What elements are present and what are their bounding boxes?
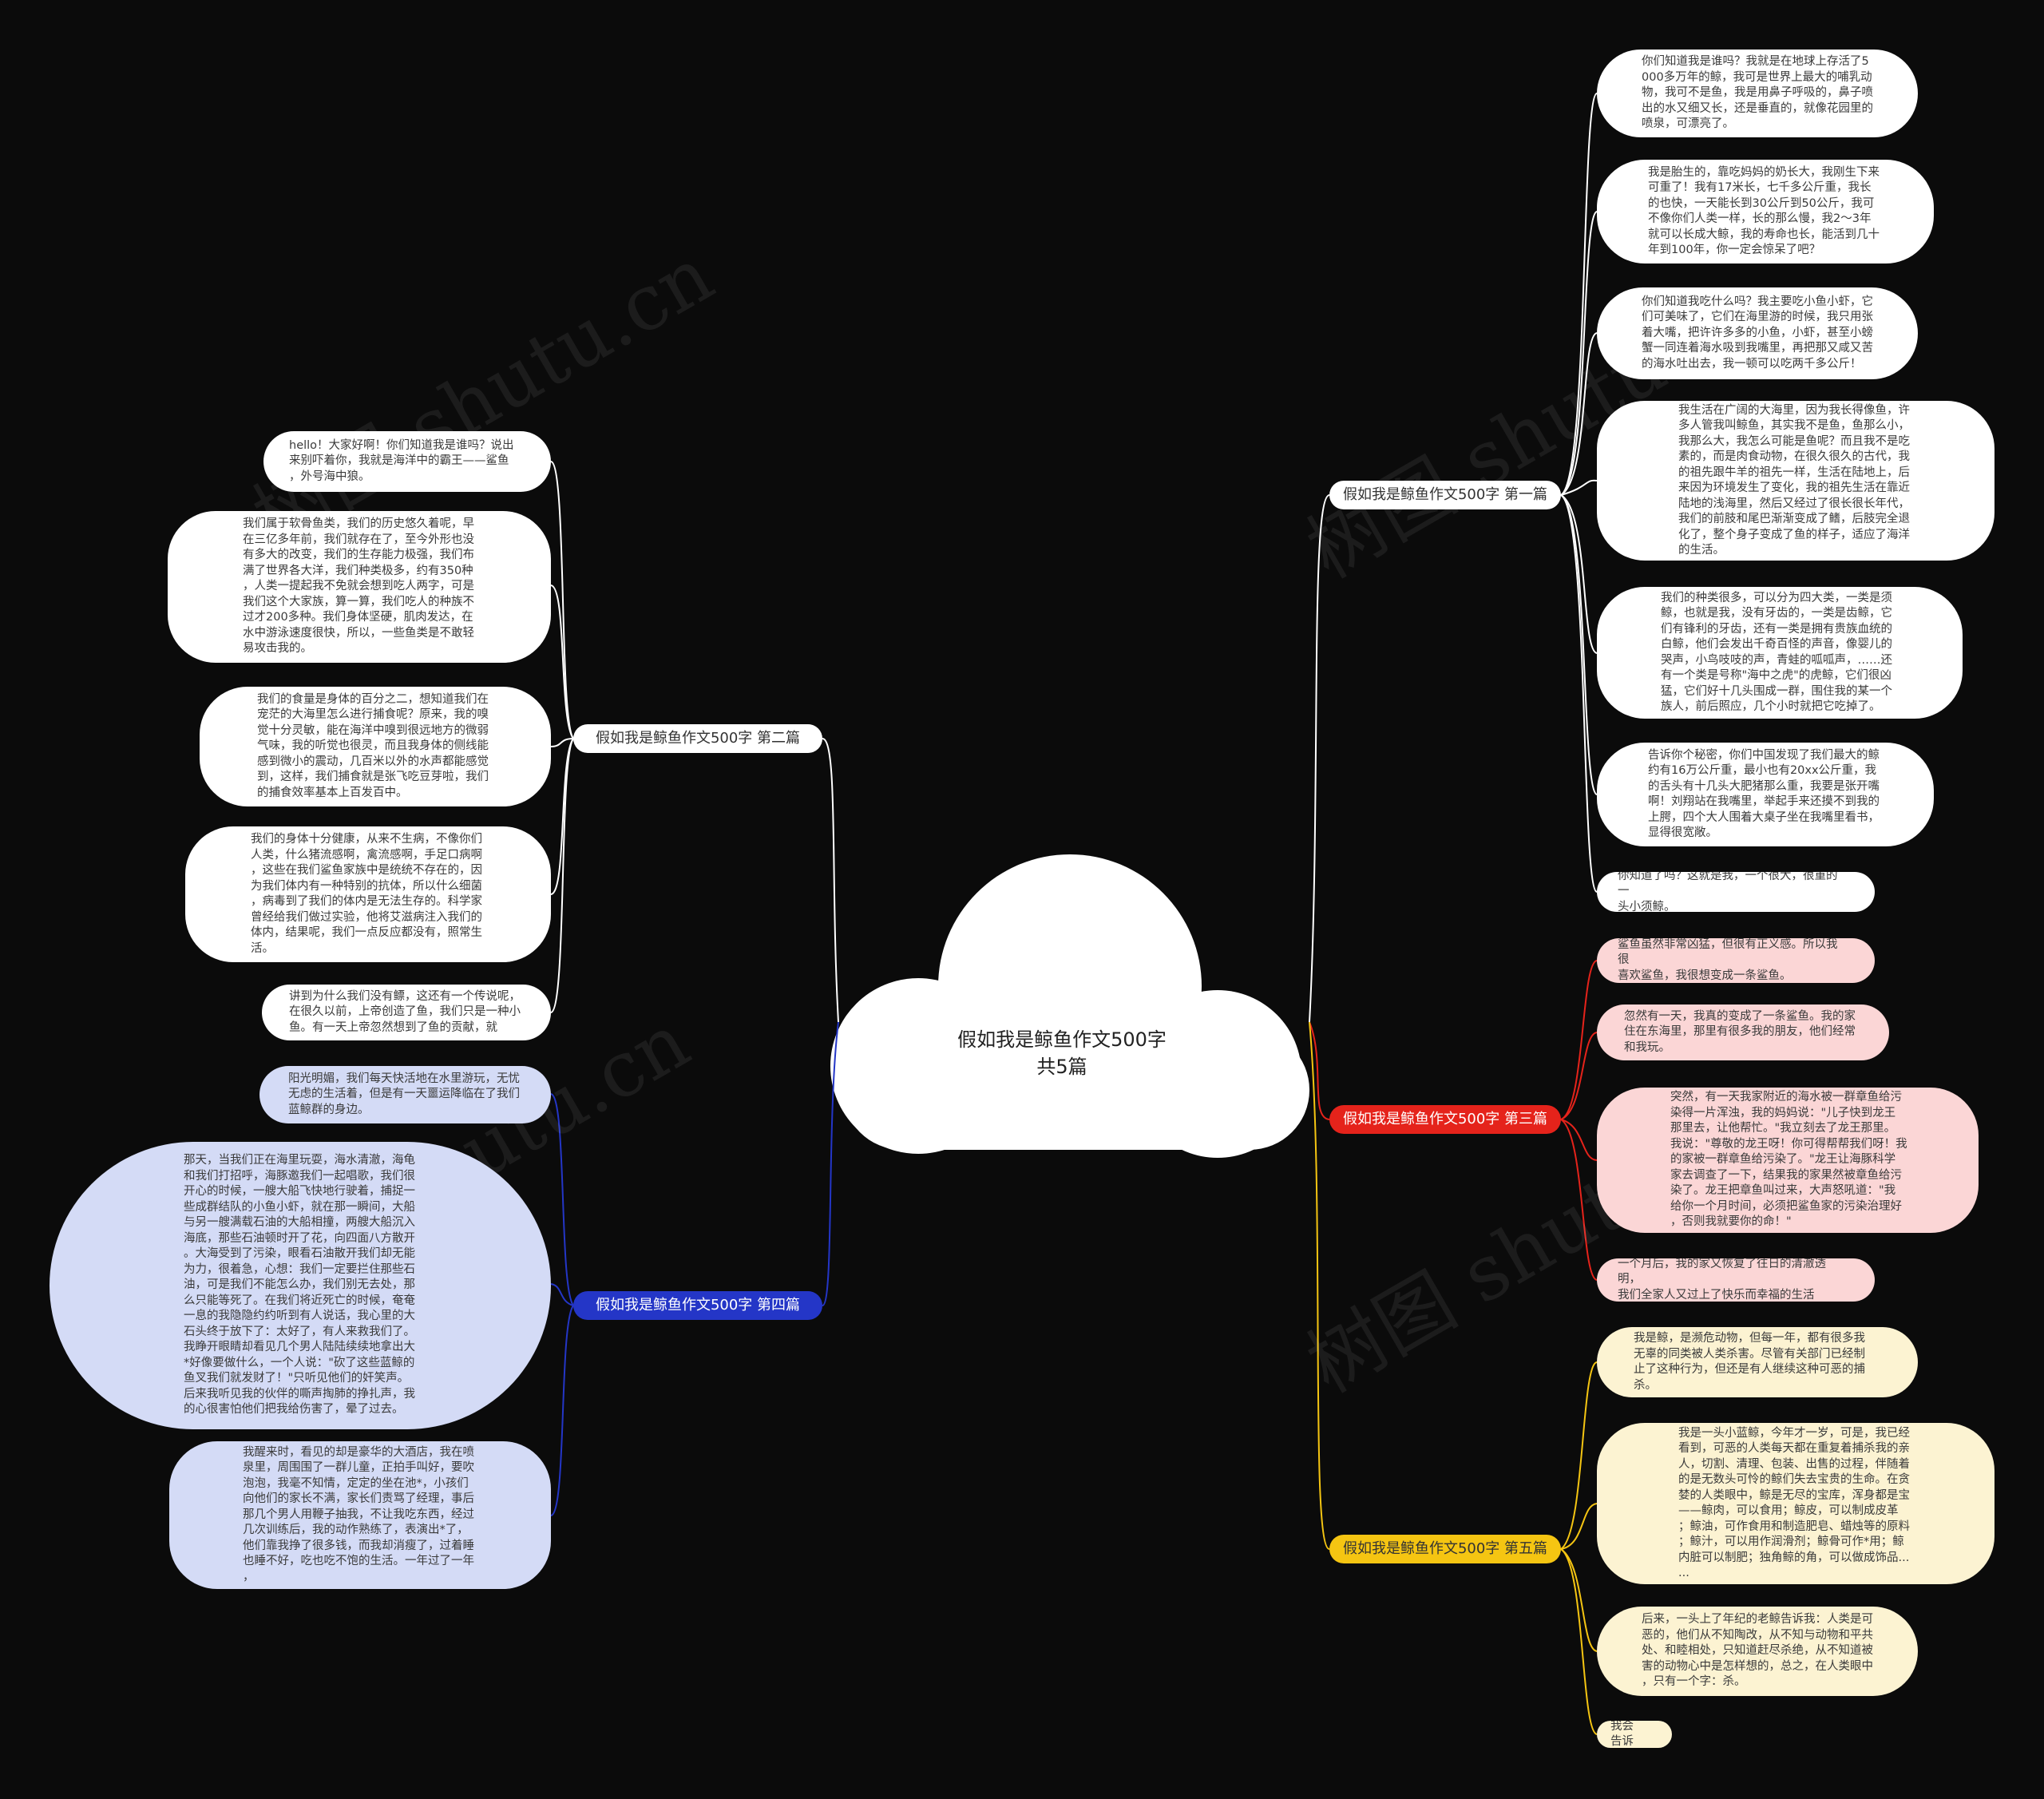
first-leaf-7[interactable]: 你知道了吗？这就是我，一个很大，很重的一 头小须鲸。 <box>1597 872 1875 912</box>
first-leaf-3[interactable]: 你们知道我吃什么吗？我主要吃小鱼小虾，它 们可美味了，它们在海里游的时候，我只用… <box>1597 287 1918 379</box>
link-center-fourth <box>822 1021 839 1306</box>
link-center-second <box>822 738 839 1023</box>
link-center-third <box>1309 1021 1330 1120</box>
first-leaf-5[interactable]: 我们的种类很多，可以分为四大类，一类是须 鲸，也就是我，没有牙齿的，一类是齿鲸，… <box>1597 587 1963 719</box>
fourth-leaf-1[interactable]: 阳光明媚，我们每天快活地在水里游玩，无忧 无虑的生活着，但是有一天噩运降临在了我… <box>259 1066 551 1123</box>
third-leaf-1[interactable]: 鲨鱼虽然非常凶猛，但很有正义感。所以我很 喜欢鲨鱼，我很想变成一条鲨鱼。 <box>1597 938 1875 983</box>
link-center-first <box>1309 494 1330 1023</box>
first-leaf-4[interactable]: 我生活在广阔的大海里，因为我长得像鱼，许 多人管我叫鲸鱼，其实我不是鱼，鱼那么小… <box>1597 401 1994 561</box>
branch-third[interactable]: 假如我是鲸鱼作文500字 第三篇 <box>1329 1105 1561 1134</box>
second-leaf-4[interactable]: 我们的身体十分健康，从来不生病，不像你们 人类，什么猪流感啊，禽流感啊，手足口病… <box>185 826 551 962</box>
fourth-leaf-3[interactable]: 我醒来时，看见的却是豪华的大酒店，我在喷 泉里，周围围了一群儿童，正拍手叫好，要… <box>169 1441 551 1589</box>
fifth-leaf-4[interactable]: 我会告诉 <box>1597 1721 1672 1748</box>
first-leaf-2[interactable]: 我是胎生的，靠吃妈妈的奶长大，我刚生下来 可重了！我有17米长，七千多公斤重，我… <box>1597 160 1934 264</box>
branch-fifth[interactable]: 假如我是鲸鱼作文500字 第五篇 <box>1329 1535 1561 1563</box>
third-leaf-2[interactable]: 忽然有一天，我真的变成了一条鲨鱼。我的家 住在东海里，那里有很多我的朋友，他们经… <box>1597 1005 1889 1060</box>
second-leaf-3[interactable]: 我们的食量是身体的百分之二，想知道我们在 宠茫的大海里怎么进行捕食呢？原来，我的… <box>200 687 551 806</box>
center-topic[interactable]: 假如我是鲸鱼作文500字共5篇 <box>957 1028 1167 1078</box>
fifth-leaf-1[interactable]: 我是鲸，是濒危动物，但每一年，都有很多我 无辜的同类被人类杀害。尽管有关部门已经… <box>1597 1327 1918 1397</box>
second-leaf-1[interactable]: hello！大家好啊！你们知道我是谁吗？说出 来别吓着你，我就是海洋中的霸王——… <box>263 431 551 492</box>
link-center-fifth <box>1309 1021 1330 1550</box>
fourth-leaf-2[interactable]: 那天，当我们正在海里玩耍，海水清澈，海龟 和我们打招呼，海豚邀我们一起唱歌，我们… <box>50 1142 551 1429</box>
first-leaf-6[interactable]: 告诉你个秘密，你们中国发现了我们最大的鲸 约有16万公斤重，最小也有20xx公斤… <box>1597 743 1934 846</box>
third-leaf-3[interactable]: 突然，有一天我家附近的海水被一群章鱼给污 染得一片浑浊，我的妈妈说："儿子快到龙… <box>1597 1088 1979 1233</box>
third-leaf-4[interactable]: 一个月后，我的家又恢复了往日的清澈透明， 我们全家人又过上了快乐而幸福的生活 <box>1597 1258 1875 1302</box>
second-leaf-5[interactable]: 讲到为什么我们没有鳔，这还有一个传说呢， 在很久以前，上帝创造了鱼，我们只是一种… <box>262 985 551 1040</box>
fifth-leaf-2[interactable]: 我是一头小蓝鲸，今年才一岁，可是，我已经 看到，可恶的人类每天都在重复着捕杀我的… <box>1597 1423 1994 1584</box>
branch-fourth[interactable]: 假如我是鲸鱼作文500字 第四篇 <box>573 1291 822 1320</box>
first-leaf-1[interactable]: 你们知道我是谁吗？我就是在地球上存活了5 000多万年的鲸，我可是世界上最大的哺… <box>1597 50 1918 137</box>
fifth-leaf-3[interactable]: 后来，一头上了年纪的老鲸告诉我：人类是可 恶的，他们从不知陶改，从不知与动物和平… <box>1597 1607 1918 1696</box>
second-leaf-2[interactable]: 我们属于软骨鱼类，我们的历史悠久着呢，早 在三亿多年前，我们就存在了，至今外形也… <box>168 511 551 663</box>
branch-second[interactable]: 假如我是鲸鱼作文500字 第二篇 <box>573 724 822 753</box>
center-cloud <box>830 854 1309 1158</box>
branch-first[interactable]: 假如我是鲸鱼作文500字 第一篇 <box>1329 481 1561 509</box>
